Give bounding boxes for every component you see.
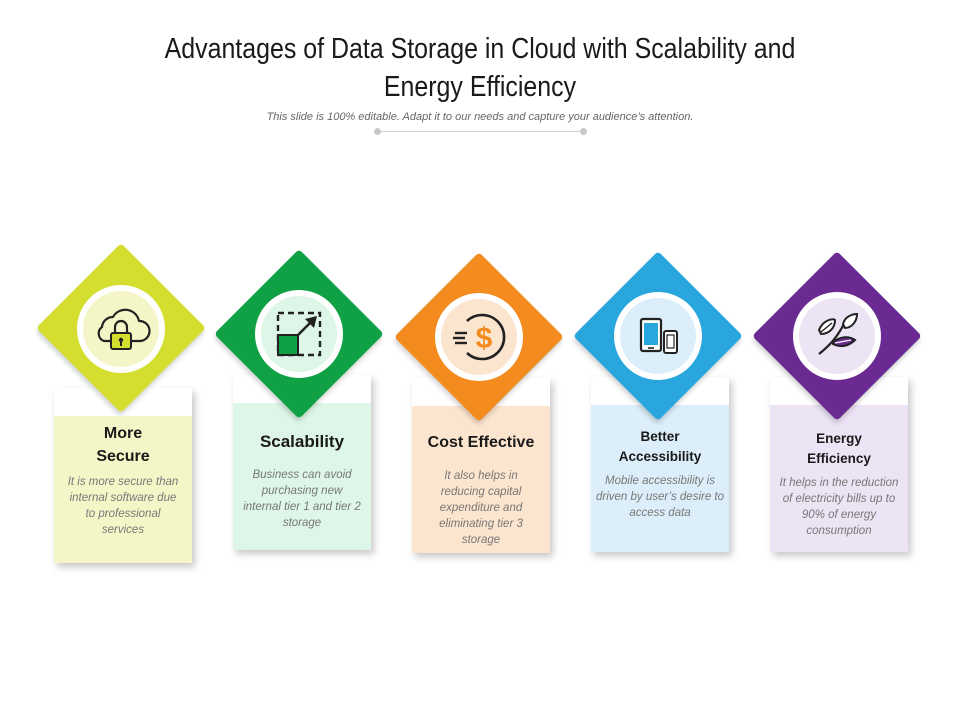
cloud-lock-icon [83,291,159,367]
divider-dot-right [580,128,587,135]
leaf-plant-icon [799,298,875,374]
card-title: Cost Effective [427,434,535,451]
card-description: Business can avoid purchasing new intern… [243,469,361,529]
card-body [412,400,550,553]
icon-circle: $ [435,293,523,381]
card-title: Better Accessibility [618,429,702,464]
card-description: It helps in the reduction of electricity… [779,477,899,537]
card-description: Mobile accessibility is driven by user’s… [595,475,725,519]
card-body [54,410,192,563]
icon-circle [255,290,343,378]
card-scalability: Scalability Business can avoid purchasin… [233,375,371,550]
page-title: Advantages of Data Storage in Cloud with… [164,33,796,103]
page-subtitle: This slide is 100% editable. Adapt it to… [266,111,694,123]
card-body [233,397,371,550]
icon-circle [77,285,165,373]
card-title: Scalability [259,432,345,451]
dollar-coin-icon: $ [441,299,517,375]
icon-circle [793,292,881,380]
card-cost-effective: Cost Effective It also helps in reducing… [412,378,550,553]
card-description: It is more secure than internal software… [67,476,179,536]
card-body [591,399,729,552]
card-title: More Secure [96,425,150,465]
svg-text:$: $ [476,322,493,355]
card-energy-efficiency: Energy Efficiency It helps in the reduct… [770,377,908,552]
card-more-secure: More Secure It is more secure than inter… [54,388,192,563]
icon-circle [614,292,702,380]
mobile-devices-icon [620,298,696,374]
card-title: Energy Efficiency [807,431,871,466]
divider-dot-left [374,128,381,135]
scale-expand-icon [261,296,337,372]
card-body [770,399,908,552]
title-divider [377,131,584,132]
card-description: It also helps in reducing capital expend… [439,470,523,546]
